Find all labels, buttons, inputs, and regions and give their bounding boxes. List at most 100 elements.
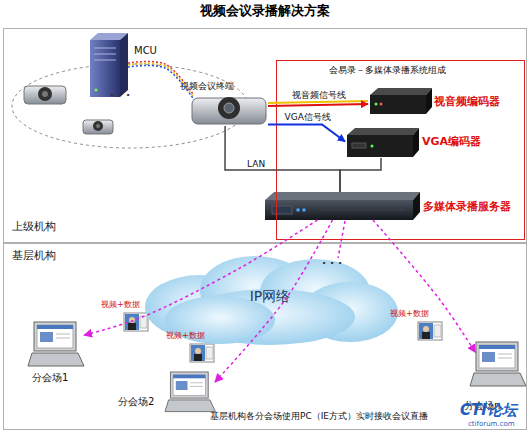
laptop-base	[165, 400, 215, 412]
stream-tag: 视频+数据	[166, 331, 226, 340]
node-label: 上级机构	[12, 221, 92, 234]
stream-tag: 视频+数据	[101, 300, 161, 309]
encoder-side	[426, 88, 432, 114]
node-label: IP网络	[140, 288, 400, 304]
screen-text-line	[56, 334, 70, 335]
connector-stroke	[215, 220, 333, 382]
watermark-logo: CTI论坛	[460, 402, 530, 419]
edge-label: VGA信号线	[285, 112, 355, 122]
node-label: 分会场n	[464, 400, 530, 412]
server-front	[265, 200, 413, 220]
encoder-port	[352, 143, 366, 148]
watermark-url: ctiforum.com	[468, 420, 530, 428]
network-cloud: IP网络	[140, 252, 400, 347]
screen-video	[176, 381, 188, 390]
stream-thumbnail	[418, 322, 442, 340]
laptop	[165, 372, 215, 412]
thumb-doc	[140, 316, 147, 328]
server-light	[296, 208, 300, 212]
recording-server	[265, 192, 420, 220]
node-label: MCU	[134, 45, 174, 57]
conference-terminal	[24, 86, 66, 104]
lan-line	[225, 126, 340, 192]
laptop-lid	[170, 372, 208, 398]
mcu-slot	[94, 60, 116, 61]
thumb-head	[129, 317, 135, 323]
screen-text-line	[190, 386, 203, 387]
node-label: 分会场2	[118, 396, 188, 408]
connector-stroke	[268, 104, 368, 106]
mcu-side	[120, 33, 128, 97]
ellipsis-mark: · · ·	[110, 90, 150, 103]
stream-arrow	[215, 220, 333, 382]
thumb-video	[419, 323, 433, 339]
terminal-camera	[38, 87, 52, 101]
stream-thumbnail	[190, 344, 214, 362]
encoder-light	[375, 103, 378, 106]
encoder-light	[371, 145, 374, 148]
node-label: 视频会议终端	[180, 81, 270, 91]
vga-encoder	[347, 128, 419, 157]
ellipsis-mark: · · ·	[322, 258, 362, 271]
region-band: MCU 视频会议终端视音频编码器 VGA编码器多媒体录播服务器 会易录－多媒体录播系统…	[3, 28, 527, 243]
encoder-light	[380, 103, 383, 106]
laptop-lid	[34, 322, 76, 351]
terminal-body	[83, 120, 113, 134]
mcu-tower	[90, 33, 128, 97]
connector-stroke	[128, 64, 194, 98]
mcu-light	[95, 89, 98, 92]
thumb-frame	[190, 344, 214, 362]
screen-video	[40, 332, 53, 342]
region-band: IP网络分会场1 分会场2 分会场n 基层机构	[3, 243, 527, 430]
stream-arrow	[373, 220, 476, 353]
laptop-screen	[479, 345, 515, 368]
terminal-body	[192, 98, 266, 124]
terminal-camera	[218, 97, 240, 119]
diagram-title: 视频会议录播解决方案	[0, 4, 530, 19]
encoder-device: 视音频编码器	[368, 88, 428, 114]
laptop-site: 分会场1	[28, 322, 84, 366]
footnote: 基层机构各分会场使用PC（IE方式）实时接收会议直播	[210, 411, 460, 421]
encoder-device: VGA编码器	[345, 128, 417, 158]
node-label: 分会场1	[32, 372, 102, 384]
lan-line	[340, 158, 381, 192]
thumb-frame	[418, 322, 442, 340]
terminal-lens	[96, 124, 100, 128]
connector-stroke	[128, 62, 194, 96]
av-encoder	[370, 88, 432, 114]
laptop	[28, 322, 84, 366]
thumb-doc	[434, 325, 441, 337]
terminal-lens	[42, 91, 48, 97]
laptop-base	[470, 373, 526, 386]
connector-stroke	[268, 101, 368, 103]
laptop-screen	[37, 325, 73, 348]
encoder-front	[370, 95, 426, 114]
edge-label: 视音频信号线	[292, 90, 372, 100]
connector-stroke	[340, 158, 381, 192]
server-light	[302, 208, 306, 212]
connector-stroke	[84, 220, 318, 335]
server-line	[320, 210, 405, 211]
laptop-site: 分会场2	[165, 372, 215, 412]
signal-bundle	[128, 62, 194, 100]
thumb-video	[191, 345, 205, 361]
node-label: 基层机构	[12, 250, 92, 263]
mcu-device: MCU	[90, 33, 128, 97]
screen-header	[37, 325, 73, 329]
terminal-body	[24, 86, 66, 104]
thumb-video	[125, 314, 139, 330]
server-top	[265, 192, 420, 200]
node-label: 会易录－多媒体录播系统组成	[329, 65, 519, 75]
encoder-front	[347, 135, 413, 157]
laptop-base	[28, 353, 84, 366]
node-label: 多媒体录播服务器	[423, 201, 523, 214]
laptop	[470, 342, 526, 386]
stream-thumbnail	[124, 313, 148, 331]
thumb-head	[195, 348, 201, 354]
laptop-site: 分会场n	[470, 342, 525, 384]
laptop-lid	[476, 342, 518, 371]
conference-terminal	[83, 120, 113, 134]
vga-signal-line	[268, 125, 345, 142]
